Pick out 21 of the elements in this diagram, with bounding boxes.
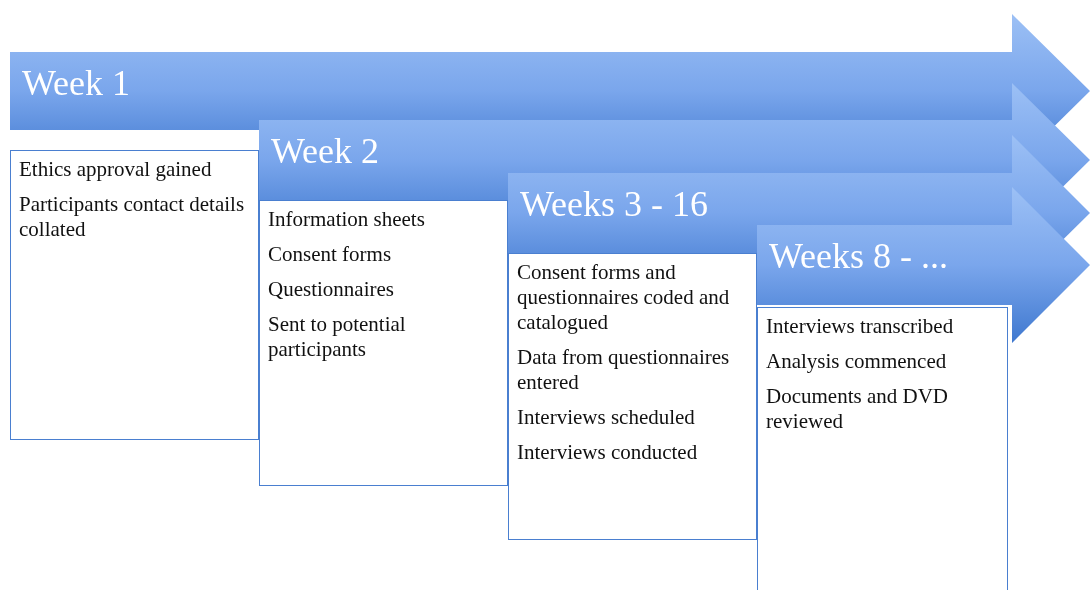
task-text: Interviews conducted <box>517 440 699 465</box>
text-box <box>10 150 259 440</box>
task-text: Interviews transcribed <box>766 314 955 339</box>
week-label: Week 1 <box>22 62 131 104</box>
task-text: Interviews scheduled <box>517 405 696 430</box>
week-label: Weeks 3 - 16 <box>520 183 709 225</box>
week-label: Weeks 8 - ... <box>769 235 949 277</box>
text-box <box>757 307 1008 590</box>
task-text: Questionnaires <box>268 277 395 302</box>
task-text: Analysis commenced <box>766 349 948 374</box>
task-text: Ethics approval gained <box>19 157 213 182</box>
task-text: Consent forms <box>268 242 393 267</box>
task-text: Sent to potential participants <box>268 312 407 362</box>
task-text: Documents and DVD reviewed <box>766 384 949 434</box>
task-text: Consent forms and questionnaires coded and catalogued <box>517 260 731 335</box>
task-text: Information sheets <box>268 207 426 232</box>
text-box <box>259 200 508 486</box>
week-label: Week 2 <box>271 130 380 172</box>
task-text: Participants contact details collated <box>19 192 246 242</box>
text-box <box>508 253 757 540</box>
task-text: Data from questionnaires entered <box>517 345 731 395</box>
